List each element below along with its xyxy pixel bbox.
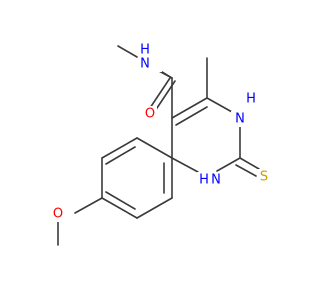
- bond-c5-c6-inner: [175, 106, 208, 126]
- carbonyl-oxygen-label: O: [145, 107, 155, 122]
- thione-sulfur-label: S: [260, 170, 268, 185]
- bond-c6-n1: [206, 97, 233, 113]
- methoxy-oxygen-label: O: [53, 207, 63, 222]
- amide-hydrogen-label: H: [140, 43, 150, 58]
- ring-n3-hydrogen-label: H: [199, 173, 209, 188]
- molecule-structure: N H O N H N H S O: [51, 42, 271, 246]
- bond-c4-phenyl: [136, 137, 173, 159]
- ring-n3-label: N: [211, 173, 221, 188]
- ring-n1-hydrogen-label: H: [246, 92, 256, 107]
- bond-nmethyl: [117, 45, 138, 58]
- atom-labels: N H O N H N H S O: [51, 43, 271, 222]
- bond-ph-4: [136, 197, 173, 219]
- bond-c2-n3: [216, 157, 241, 172]
- bond-c2-s-1: [239, 157, 260, 170]
- bonds: [57, 45, 260, 246]
- ring-n1-label: N: [235, 112, 245, 127]
- bond-ph-3i: [105, 191, 136, 210]
- bond-ph-o: [74, 197, 103, 214]
- bond-n3-c4: [171, 157, 199, 173]
- bond-carbonyl-1: [149, 77, 171, 109]
- bond-ph-1: [101, 137, 138, 159]
- bond-c5-c6: [171, 97, 208, 119]
- bond-c2-s-2: [235, 164, 257, 177]
- amide-nitrogen-label: N: [140, 57, 150, 72]
- bond-ph-3: [101, 197, 138, 219]
- bond-ph-1i: [105, 146, 136, 165]
